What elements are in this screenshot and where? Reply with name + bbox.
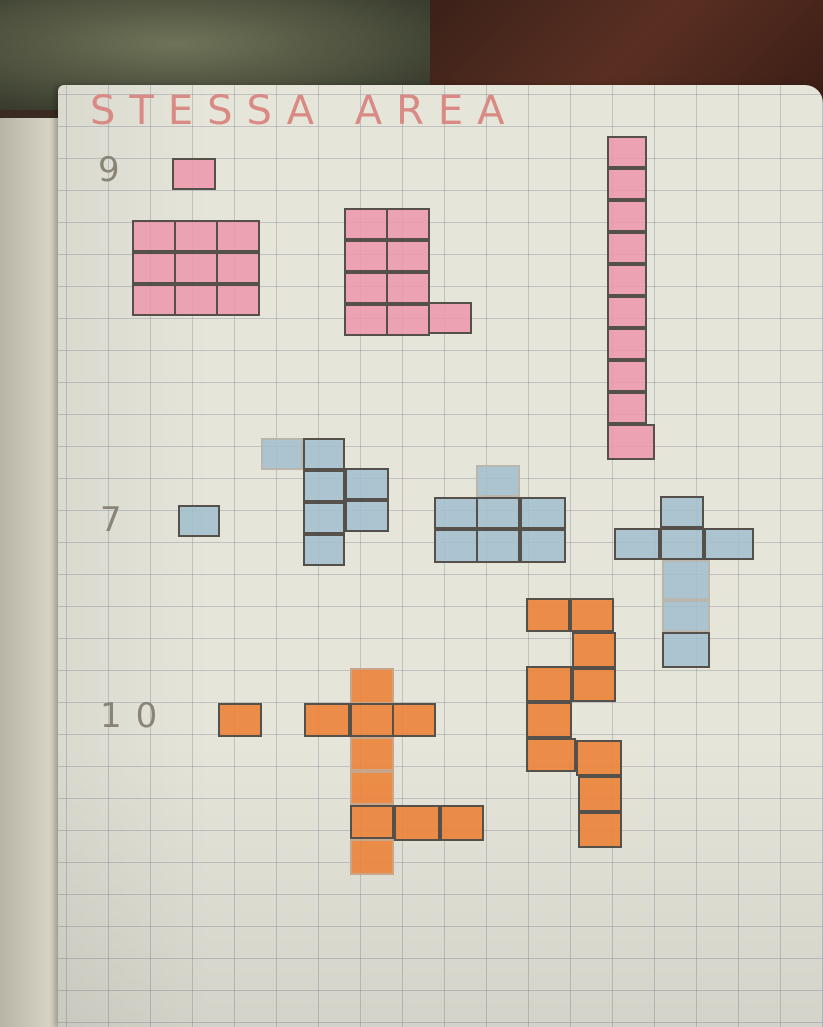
grid-cell [578, 776, 622, 812]
grid-cell [174, 284, 218, 316]
grid-cell [386, 304, 430, 336]
grid-cell [392, 703, 436, 737]
grid-cell [350, 737, 394, 771]
grid-cell [350, 771, 394, 805]
grid-cell [607, 424, 655, 460]
grid-cell [303, 470, 345, 502]
grid-cell [607, 264, 647, 296]
grid-cell [304, 703, 350, 737]
grid-cell [578, 812, 622, 848]
pink-unit-square [172, 158, 216, 190]
grid-cell [303, 534, 345, 566]
grid-cell [216, 252, 260, 284]
grid-cell [386, 272, 430, 304]
grid-cell [607, 392, 647, 424]
grid-cell [434, 497, 478, 529]
grid-cell [386, 240, 430, 272]
grid-cell [476, 497, 520, 529]
grid-cell [174, 220, 218, 252]
grid-cell [350, 805, 394, 839]
grid-cell [704, 528, 754, 560]
grid-cell [526, 598, 570, 632]
grid-cell [476, 529, 520, 563]
grid-cell [607, 136, 647, 168]
grid-cell [428, 302, 472, 334]
row-label-9: 9 [98, 150, 120, 190]
grid-cell [607, 168, 647, 200]
row-label-7: 7 [100, 500, 122, 540]
grid-cell [174, 252, 218, 284]
grid-cell [350, 668, 394, 704]
grid-cell [607, 200, 647, 232]
grid-cell [350, 703, 394, 737]
grid-cell [662, 560, 710, 600]
grid-cell [344, 272, 388, 304]
grid-cell [607, 328, 647, 360]
grid-cell [607, 296, 647, 328]
grid-cell [520, 497, 566, 529]
grid-cell [526, 666, 572, 702]
blue-unit-square [178, 505, 220, 537]
grid-cell [345, 468, 389, 500]
grid-cell [662, 632, 710, 668]
grid-cell [572, 668, 616, 702]
grid-cell [350, 839, 394, 875]
grid-cell [344, 208, 388, 240]
page-title: STESSA AREA [90, 88, 519, 134]
grid-cell [570, 598, 614, 632]
grid-cell [216, 220, 260, 252]
grid-cell [572, 632, 616, 668]
grid-cell [526, 738, 576, 772]
grid-cell [607, 232, 647, 264]
grid-cell [261, 438, 303, 470]
grid-cell [216, 284, 260, 316]
grid-cell [476, 465, 520, 497]
grid-cell [520, 529, 566, 563]
grid-cell [662, 600, 710, 632]
grid-cell [344, 304, 388, 336]
grid-cell [345, 500, 389, 532]
grid-cell [132, 252, 176, 284]
grid-cell [132, 220, 176, 252]
grid-cell [607, 360, 647, 392]
grid-cell [132, 284, 176, 316]
grid-cell [614, 528, 660, 560]
grid-cell [660, 528, 704, 560]
orange-unit-square [218, 703, 262, 737]
grid-cell [576, 740, 622, 776]
grid-cell [386, 208, 430, 240]
row-label-10: 10 [100, 696, 171, 736]
grid-cell [434, 529, 478, 563]
grid-cell [660, 496, 704, 528]
grid-cell [303, 438, 345, 470]
grid-cell [344, 240, 388, 272]
grid-cell [303, 502, 345, 534]
grid-cell [394, 805, 440, 841]
grid-cell [440, 805, 484, 841]
grid-cell [526, 702, 572, 738]
